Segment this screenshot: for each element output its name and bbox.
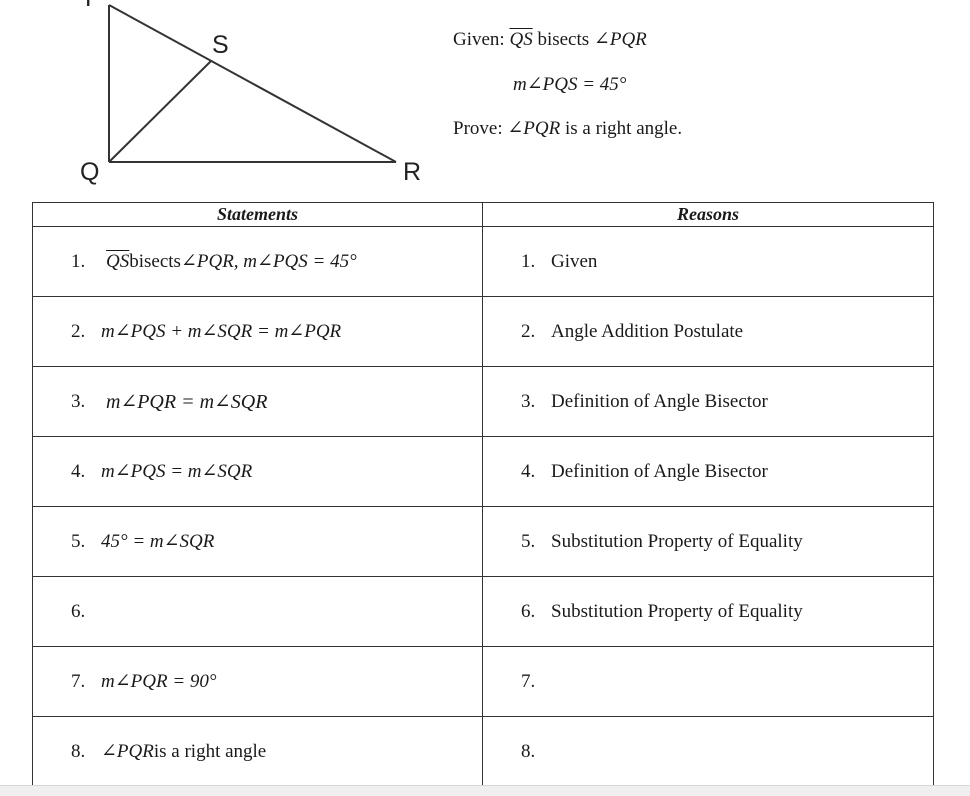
statement-cell: 3. m∠PQR = m∠SQR	[32, 366, 483, 437]
statement-number: 8.	[71, 740, 86, 762]
reason-number: 3.	[521, 390, 536, 412]
statement-number: 1.	[71, 250, 86, 272]
statement-number: 4.	[71, 460, 86, 482]
statement-math: m∠PQS = m∠SQR	[101, 461, 253, 482]
statement-cell: 7. m∠PQR = 90°	[32, 646, 483, 717]
vertex-label-r: R	[403, 158, 422, 186]
reason-number: 6.	[521, 600, 536, 622]
statements-header: Statements	[32, 202, 483, 227]
reason-number: 7.	[521, 670, 536, 692]
statement-segment: QS	[106, 250, 130, 272]
reason-cell: 6. Substitution Property of Equality	[482, 576, 934, 647]
table-row: 4. m∠PQS = m∠SQR 4. Definition of Angle Bi…	[32, 436, 934, 507]
reason-text: Substitution Property of Equality	[551, 530, 803, 552]
given-segment: QS	[509, 29, 533, 50]
statement-number: 5.	[71, 530, 86, 552]
prove-label: Prove:	[453, 118, 508, 139]
vertex-label-p: P	[85, 0, 102, 11]
statement-math: m∠PQR = 90°	[101, 671, 217, 692]
given-statement: Given: QS bisects ∠PQR	[453, 28, 647, 51]
reason-cell: 7.	[482, 646, 934, 717]
side-pr	[108, 4, 397, 163]
table-row: 7. m∠PQR = 90° 7.	[32, 646, 934, 717]
vertex-label-s: S	[212, 31, 229, 59]
statement-number: 2.	[71, 320, 86, 342]
statement-math: 45° = m∠SQR	[101, 531, 215, 552]
reason-cell: 4. Definition of Angle Bisector	[482, 436, 934, 507]
statement-cell: 4. m∠PQS = m∠SQR	[32, 436, 483, 507]
statement-cell: 5. 45° = m∠SQR	[32, 506, 483, 577]
table-row: 8. ∠PQR is a right angle 8.	[32, 716, 934, 787]
table-row: 6. 6. Substitution Property of Equality	[32, 576, 934, 647]
reason-text: Angle Addition Postulate	[551, 320, 744, 342]
given-text: bisects	[532, 29, 594, 50]
reasons-header: Reasons	[482, 202, 934, 227]
reason-text: Definition of Angle Bisector	[551, 460, 768, 482]
proof-header-row: Statements Reasons	[32, 202, 934, 227]
reason-number: 4.	[521, 460, 536, 482]
segment-qs	[108, 60, 212, 163]
table-row: 2. m∠PQS + m∠SQR = m∠PQR 2. Angle Addition…	[32, 296, 934, 367]
statement-math: m∠PQS + m∠SQR = m∠PQR	[101, 321, 342, 342]
statement-cell: 1. QS bisects ∠PQR, m∠PQS = 45°	[32, 226, 483, 297]
reason-text: Definition of Angle Bisector	[551, 390, 768, 412]
reason-cell: 3. Definition of Angle Bisector	[482, 366, 934, 437]
reason-number: 8.	[521, 740, 536, 762]
given-angle: ∠PQR	[593, 29, 647, 50]
prove-text: is a right angle.	[560, 118, 683, 139]
reason-number: 5.	[521, 530, 536, 552]
statement-angle: ∠PQR	[101, 741, 154, 762]
statement-text: bisects	[129, 250, 181, 272]
statement-cell: 2. m∠PQS + m∠SQR = m∠PQR	[32, 296, 483, 367]
reason-cell: 2. Angle Addition Postulate	[482, 296, 934, 367]
statement-number: 3.	[71, 390, 86, 412]
reason-text: Substitution Property of Equality	[551, 600, 803, 622]
statement-cell: 6.	[32, 576, 483, 647]
reason-cell: 5. Substitution Property of Equality	[482, 506, 934, 577]
statement-number: 7.	[71, 670, 86, 692]
table-row: 1. QS bisects ∠PQR, m∠PQS = 45° 1. Given	[32, 226, 934, 297]
reason-number: 1.	[521, 250, 536, 272]
triangle-diagram	[108, 4, 397, 163]
table-row: 3. m∠PQR = m∠SQR 3. Definition of Angle Bi…	[32, 366, 934, 437]
reason-cell: 8.	[482, 716, 934, 787]
statement-math: ∠PQR, m∠PQS = 45°	[180, 251, 357, 272]
triangle-figure: P S Q R	[0, 0, 440, 200]
reason-cell: 1. Given	[482, 226, 934, 297]
proof-table: Statements Reasons 1. QS bisects ∠PQR, m∠…	[32, 202, 934, 787]
prove-angle: ∠PQR	[507, 118, 561, 139]
horizontal-scrollbar[interactable]	[0, 785, 970, 796]
reason-text: Given	[551, 250, 598, 272]
statement-cell: 8. ∠PQR is a right angle	[32, 716, 483, 787]
table-row: 5. 45° = m∠SQR 5. Substitution Property of…	[32, 506, 934, 577]
statement-number: 6.	[71, 600, 86, 622]
reason-number: 2.	[521, 320, 536, 342]
statement-text: is a right angle	[153, 740, 267, 762]
given-measure: m∠PQS = 45°	[513, 74, 627, 95]
prove-statement: Prove: ∠PQR is a right angle.	[453, 117, 682, 140]
statement-math: m∠PQR = m∠SQR	[106, 391, 268, 413]
vertex-label-q: Q	[80, 158, 100, 186]
given-label: Given:	[453, 29, 510, 50]
